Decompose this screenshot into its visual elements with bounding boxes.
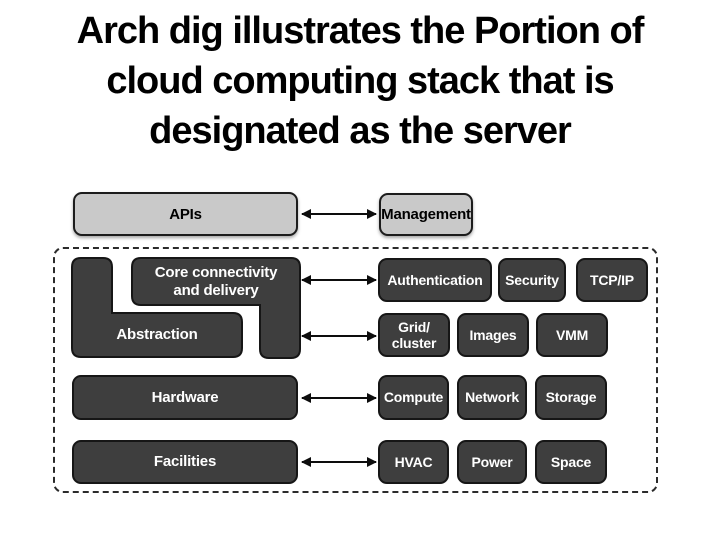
apis-management-arrow [301,209,377,219]
title-line-1: Arch dig illustrates the Portion of [76,10,645,52]
security-box: Security [498,258,566,302]
abstraction-label: Abstraction [116,326,198,344]
storage-box: Storage [535,375,607,420]
tcpip-box: TCP/IP [576,258,648,302]
server-stack-container [53,247,658,493]
core-connectivity-label: Core connectivity and delivery [154,264,278,299]
slide-title: Arch dig illustrates the Portion of clou… [0,6,720,156]
authentication-box: Authentication [378,258,492,302]
apis-box: APIs [73,192,298,236]
facilities-box: Facilities [72,440,298,484]
space-box: Space [535,440,607,484]
abstraction-shape [71,257,243,358]
grid-cluster-box: Grid/ cluster [378,313,450,357]
arrow-facilities-hvac [301,457,377,467]
power-box: Power [457,440,527,484]
images-box: Images [457,313,529,357]
hvac-box: HVAC [378,440,449,484]
arrow-hardware-compute [301,393,377,403]
network-box: Network [457,375,527,420]
vmm-box: VMM [536,313,608,357]
arrow-core-authentication [301,275,377,285]
management-box: Management [379,193,473,236]
hardware-box: Hardware [72,375,298,420]
title-line-3: designated as the server [149,110,572,152]
core-connectivity-shape [131,257,301,359]
compute-box: Compute [378,375,449,420]
title-line-2: cloud computing stack that is [106,60,614,102]
arrow-abstraction-grid [301,331,377,341]
